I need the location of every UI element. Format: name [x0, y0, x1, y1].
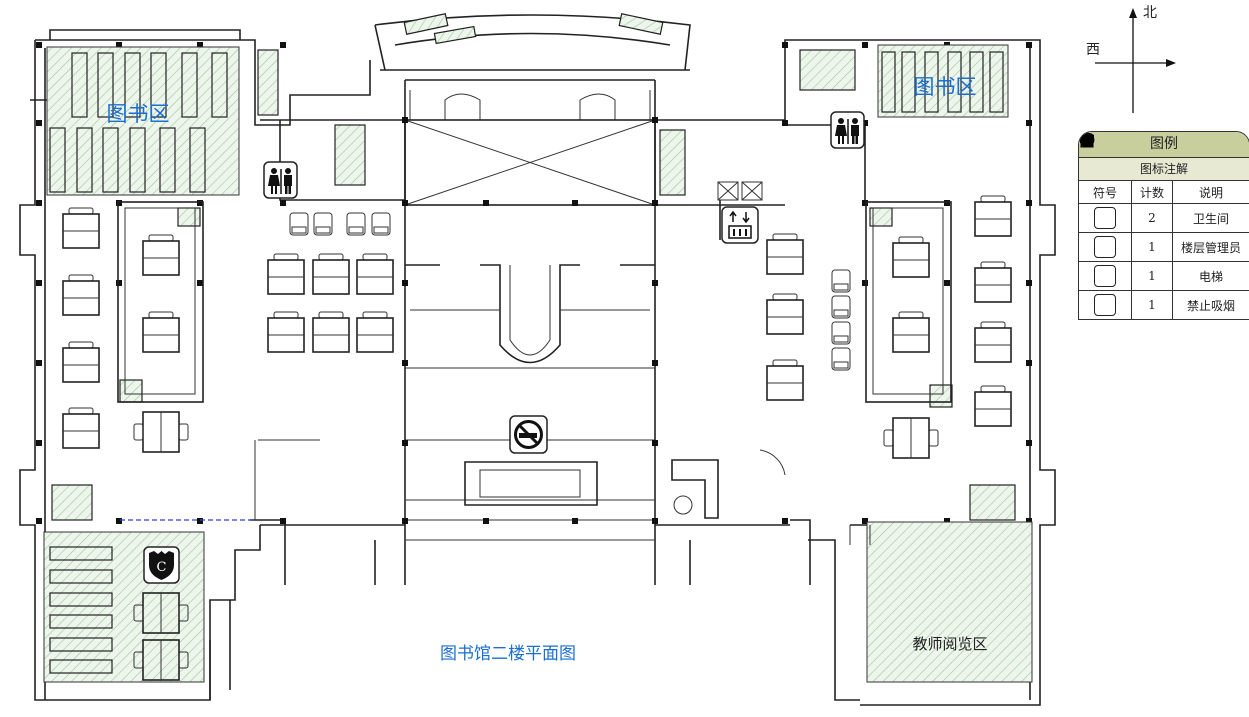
no-smoking-icon: [1079, 132, 1116, 316]
legend-header-description: 说明: [1198, 185, 1223, 200]
compass-west-label: 西: [1086, 42, 1100, 58]
legend: 图例 图标注解 符号 计数 说明 2 卫生间 1 楼层管理员 1 电梯 1 禁止…: [1078, 131, 1249, 320]
restroom-icon: [1080, 133, 1116, 229]
legend-count: 1: [1132, 291, 1173, 319]
elevator-icon: [721, 206, 759, 244]
legend-header-row: 符号 计数 说明: [1079, 181, 1249, 204]
no-smoking-icon: [509, 415, 548, 454]
teacher-reading-zone: 教师阅览区: [866, 521, 1033, 683]
legend-description: 电梯: [1198, 269, 1223, 284]
reading-desks: [62, 195, 1012, 545]
north-curved-hall: [374, 13, 691, 585]
restroom-icon: [263, 161, 298, 199]
legend-description: 楼层管理员: [1180, 240, 1241, 255]
structural-columns: [36, 42, 1032, 524]
legend-description: 卫生间: [1192, 211, 1229, 226]
compass: 北 西: [1086, 5, 1176, 113]
staff-area-southwest: [43, 519, 255, 683]
library-zone-west: 图书区: [46, 46, 240, 196]
restroom-icon: [830, 111, 865, 149]
plan-title: 图书馆二楼平面图: [440, 644, 576, 664]
compass-north-label: 北: [1143, 5, 1157, 21]
floor-manager-shield-icon: [1080, 133, 1116, 258]
legend-description: 禁止吸烟: [1186, 298, 1235, 313]
floor-manager-shield-icon: C: [143, 546, 180, 584]
legend-title: 图例: [1079, 132, 1249, 158]
legend-row: 1 禁止吸烟: [1079, 132, 1249, 319]
zone-label-teacher-reading: 教师阅览区: [912, 635, 987, 653]
legend-subtitle: 图标注解: [1079, 158, 1249, 181]
elevator-icon: [1080, 132, 1116, 287]
legend-header-symbol: 符号: [1079, 181, 1132, 203]
legend-count: 1: [1132, 233, 1173, 261]
atrium-void: [374, 119, 691, 585]
reading-room-frames: [117, 201, 952, 403]
legend-row: 1 楼层管理员: [1079, 133, 1249, 262]
legend-row: 2 卫生间: [1079, 133, 1249, 233]
svg-text:C: C: [157, 560, 167, 575]
legend-count: 2: [1132, 204, 1173, 232]
legend-header-count: 计数: [1132, 181, 1173, 203]
zone-label-library-west: 图书区: [107, 102, 170, 126]
legend-row: 1 电梯: [1079, 132, 1249, 291]
legend-count: 1: [1132, 262, 1173, 290]
zone-label-library-east: 图书区: [914, 75, 977, 99]
library-zone-east: 图书区: [877, 44, 1009, 118]
